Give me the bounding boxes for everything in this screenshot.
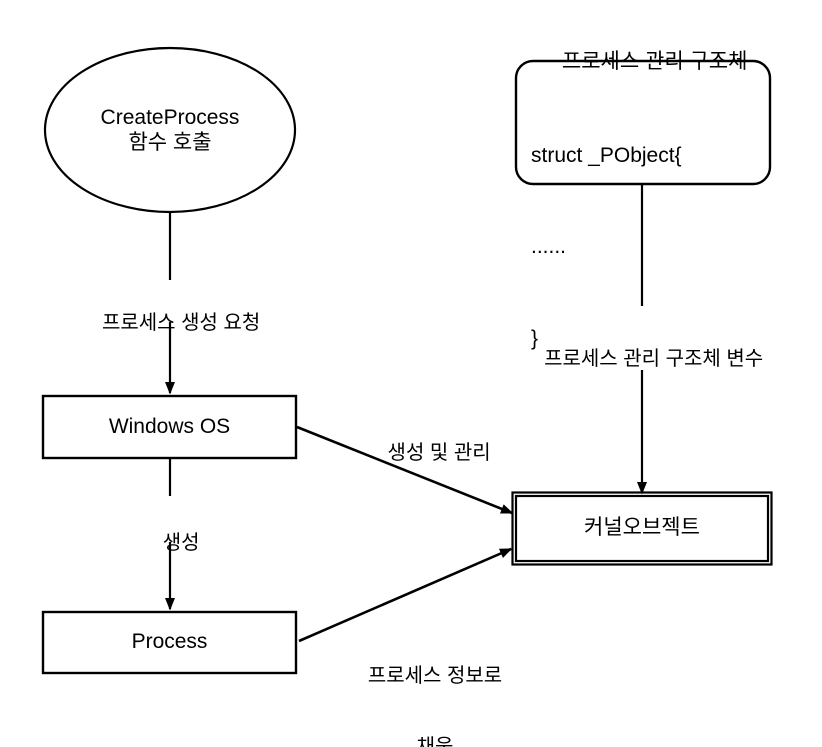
node-pobject-struct-code: struct _PObject{ ...... } [531, 80, 761, 415]
node-process-label: Process [43, 612, 296, 673]
node-windows-os-shape [41, 394, 298, 460]
edge-label-fill-with-process-info-line2: 채움 [416, 735, 454, 747]
node-pobject-struct-title-text: 프로세스 관리 구조체 [561, 49, 748, 73]
node-process-shape [41, 610, 298, 675]
node-create-process-line2: 함수 호출 [128, 131, 212, 154]
edge-label-process-creation-request: 프로세스 생성 요청 [45, 288, 295, 359]
node-kernel-object-text: 커널오브젝트 [584, 516, 700, 540]
code-line-1: struct _PObject{ [531, 143, 682, 167]
node-create-process-line1: CreateProcess [100, 106, 240, 130]
node-windows-os-label: Windows OS [43, 396, 296, 458]
code-line-3: } [531, 326, 539, 350]
edge-label-process-creation-request-text: 프로세스 생성 요청 [101, 311, 261, 334]
edge-label-create-and-manage-text: 생성 및 관리 [387, 441, 491, 464]
edge-label-fill-with-process-info-line1: 프로세스 정보로 [367, 665, 503, 688]
edge-process-to-kernel-object [298, 547, 513, 643]
node-process-text: Process [131, 630, 208, 654]
edge-label-create-text: 생성 [162, 531, 200, 554]
edge-label-create: 생성 [90, 508, 250, 579]
edge-label-create-and-manage: 생성 및 관리 [340, 418, 516, 489]
node-windows-os-text: Windows OS [108, 414, 231, 438]
node-pobject-struct-title: 프로세스 관리 구조체 [500, 25, 786, 99]
edge-label-fill-with-process-info: 프로세스 정보로 채움 [330, 618, 540, 747]
edge-label-process-management-struct-variable: 프로세스 관리 구조체 변수 [485, 324, 800, 395]
edge-windows-os-to-kernel-object [296, 425, 514, 515]
code-line-2: ...... [531, 235, 567, 259]
edge-label-process-management-struct-variable-text: 프로세스 관리 구조체 변수 [544, 347, 764, 370]
node-kernel-object-shape [514, 494, 770, 563]
node-create-process-label: CreateProcess 함수 호출 [45, 95, 295, 167]
node-kernel-object-label: 커널오브젝트 [516, 496, 768, 561]
